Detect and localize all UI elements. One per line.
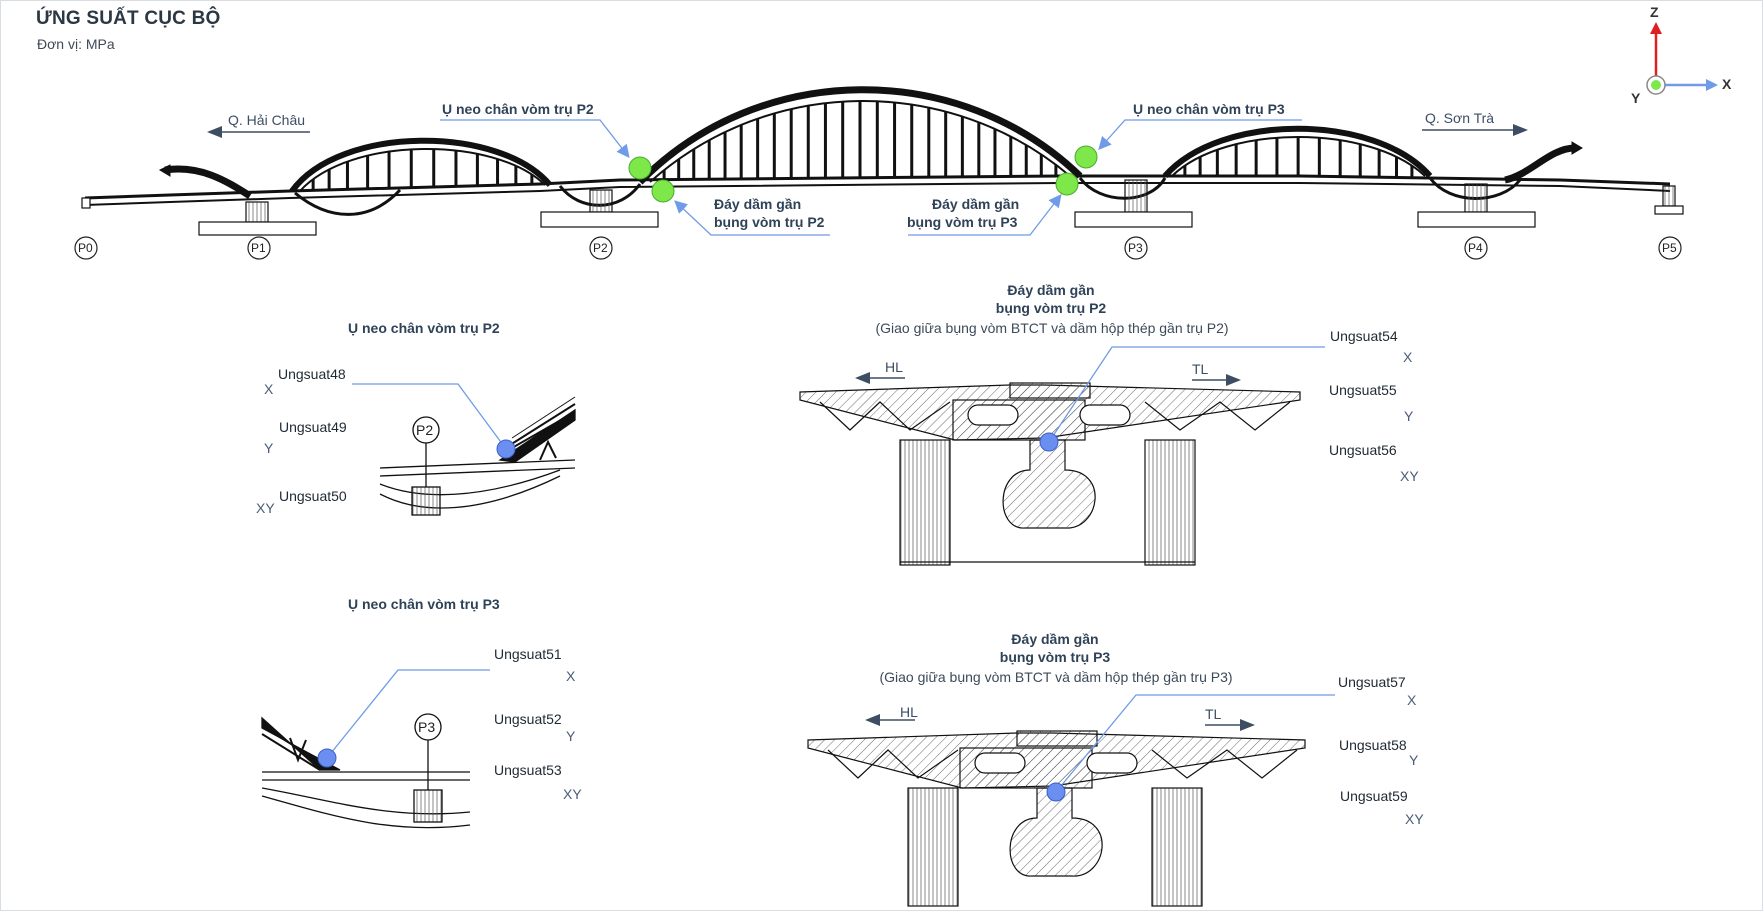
sensor-anchor-p2-marker [628, 156, 652, 180]
sensor-ungsuat48-50 [496, 439, 516, 459]
gauge-ungsuat49: Ungsuat49 [279, 419, 347, 435]
gauge-ungsuat52: Ungsuat52 [494, 711, 562, 727]
gauge-ungsuat51: Ungsuat51 [494, 646, 562, 662]
gauge-ungsuat52-axis: Y [566, 728, 576, 744]
leader-anchor-p2 [352, 383, 507, 450]
detail-anchor-p3-title: Ụ neo chân vòm trụ P3 [348, 596, 500, 612]
leader-anchor-p3 [326, 669, 490, 759]
pier-circle-p3 [1124, 236, 1148, 260]
pier-circle-p0 [74, 236, 98, 260]
hl-label-p3: HL [900, 704, 918, 720]
detail-anchor-p2-title: Ụ neo chân vòm trụ P2 [348, 320, 500, 336]
callout-anchor-p2: Ụ neo chân vòm trụ P2 [442, 101, 594, 117]
callout-bottom-p2-line2: bụng vòm trụ P2 [714, 214, 825, 230]
pier-label-p2: P2 [593, 241, 608, 255]
detail-anchor-p3-pier: P3 [418, 719, 436, 735]
pier-foundations [81, 179, 1684, 236]
gauge-ungsuat58-axis: Y [1409, 752, 1419, 768]
gauge-ungsuat59-axis: XY [1405, 811, 1424, 827]
direction-label-hai-chau: Q. Hải Châu [228, 112, 306, 128]
gauge-ungsuat48-axis: X [264, 381, 274, 397]
detail-section-p3-title-line1: Đáy dầm gần [1011, 631, 1099, 647]
callout-anchor-p3: Ụ neo chân vòm trụ P3 [1133, 101, 1285, 117]
gauge-ungsuat59: Ungsuat59 [1340, 788, 1408, 804]
pier-label-p3: P3 [1128, 241, 1143, 255]
y-axis-origin-icon [1651, 80, 1661, 90]
gauge-ungsuat53: Ungsuat53 [494, 762, 562, 778]
detail-anchor-p2-pier: P2 [416, 422, 434, 438]
pier-label-p0: P0 [78, 241, 93, 255]
gauge-ungsuat58: Ungsuat58 [1339, 737, 1407, 753]
gauge-ungsuat55-axis: Y [1404, 408, 1414, 424]
pier-circle-p4 [1464, 236, 1488, 260]
detail-section-p2-subtitle: (Giao giữa bụng vòm BTCT và dầm hộp thép… [875, 320, 1229, 336]
axis-x-label: X [1722, 76, 1732, 92]
gauge-ungsuat54: Ungsuat54 [1330, 328, 1398, 344]
sensor-bottom-p3-marker [1055, 172, 1079, 196]
sensor-anchor-p3-marker [1074, 145, 1098, 169]
coordinate-axes [1646, 22, 1718, 95]
direction-label-son-tra: Q. Sơn Trà [1425, 110, 1495, 126]
gauge-ungsuat49-axis: Y [264, 440, 274, 456]
bridge-elevation [84, 86, 1671, 216]
gauge-ungsuat57: Ungsuat57 [1338, 674, 1406, 690]
detail-section-p3-title-line2: bụng vòm trụ P3 [999, 649, 1111, 665]
tl-label-p2: TL [1192, 361, 1209, 377]
arch-hangers [311, 101, 1414, 191]
sensor-ungsuat54-56 [1039, 432, 1059, 452]
pier-circle-p1 [247, 236, 271, 260]
tl-label-p3: TL [1205, 706, 1222, 722]
detail-section-p2-drawing [799, 382, 1301, 566]
gauge-ungsuat57-axis: X [1407, 692, 1417, 708]
leader-section-p3 [1055, 694, 1335, 793]
detail-section-p2-title-line2: bụng vòm trụ P2 [995, 300, 1107, 316]
leader-section-p2 [1048, 346, 1325, 443]
sensor-ungsuat57-59 [1046, 782, 1066, 802]
pier-markers [74, 236, 1682, 260]
gauge-ungsuat55: Ungsuat55 [1329, 382, 1397, 398]
gauge-ungsuat56-axis: XY [1400, 468, 1419, 484]
elevation-leaders [440, 119, 1302, 236]
axis-z-label: Z [1650, 4, 1659, 20]
detail-section-p3-subtitle: (Giao giữa bụng vòm BTCT và dầm hộp thép… [879, 669, 1233, 685]
detail-section-p2-title-line1: Đáy dầm gần [1007, 282, 1095, 298]
detail-anchor-p3-drawing [261, 713, 471, 829]
pier-label-p5: P5 [1662, 241, 1677, 255]
detail-anchor-p2-drawing [379, 396, 576, 516]
gauge-ungsuat50: Ungsuat50 [279, 488, 347, 504]
callout-bottom-p3-line1: Đáy dầm gần [932, 196, 1020, 212]
gauge-ungsuat54-axis: X [1403, 349, 1413, 365]
detail-section-p3-drawing [807, 730, 1306, 907]
gauge-ungsuat51-axis: X [566, 668, 576, 684]
gauge-ungsuat48: Ungsuat48 [278, 366, 346, 382]
hl-label-p2: HL [885, 359, 903, 375]
sensor-bottom-p2-marker [651, 179, 675, 203]
page-title: ỨNG SUẤT CỤC BỘ [36, 8, 221, 29]
axis-y-label: Y [1631, 90, 1641, 106]
unit-label: Đơn vị: MPa [37, 36, 115, 52]
pier-label-p4: P4 [1468, 241, 1483, 255]
pier-label-p1: P1 [251, 241, 266, 255]
callout-bottom-p2-line1: Đáy dầm gần [714, 196, 802, 212]
callout-bottom-p3-line2: bụng vòm trụ P3 [907, 214, 1018, 230]
gauge-ungsuat56: Ungsuat56 [1329, 442, 1397, 458]
gauge-ungsuat53-axis: XY [563, 786, 582, 802]
sensor-ungsuat51-53 [317, 748, 337, 768]
pier-circle-p5 [1658, 236, 1682, 260]
gauge-ungsuat50-axis: XY [256, 500, 275, 516]
pier-circle-p2 [589, 236, 613, 260]
